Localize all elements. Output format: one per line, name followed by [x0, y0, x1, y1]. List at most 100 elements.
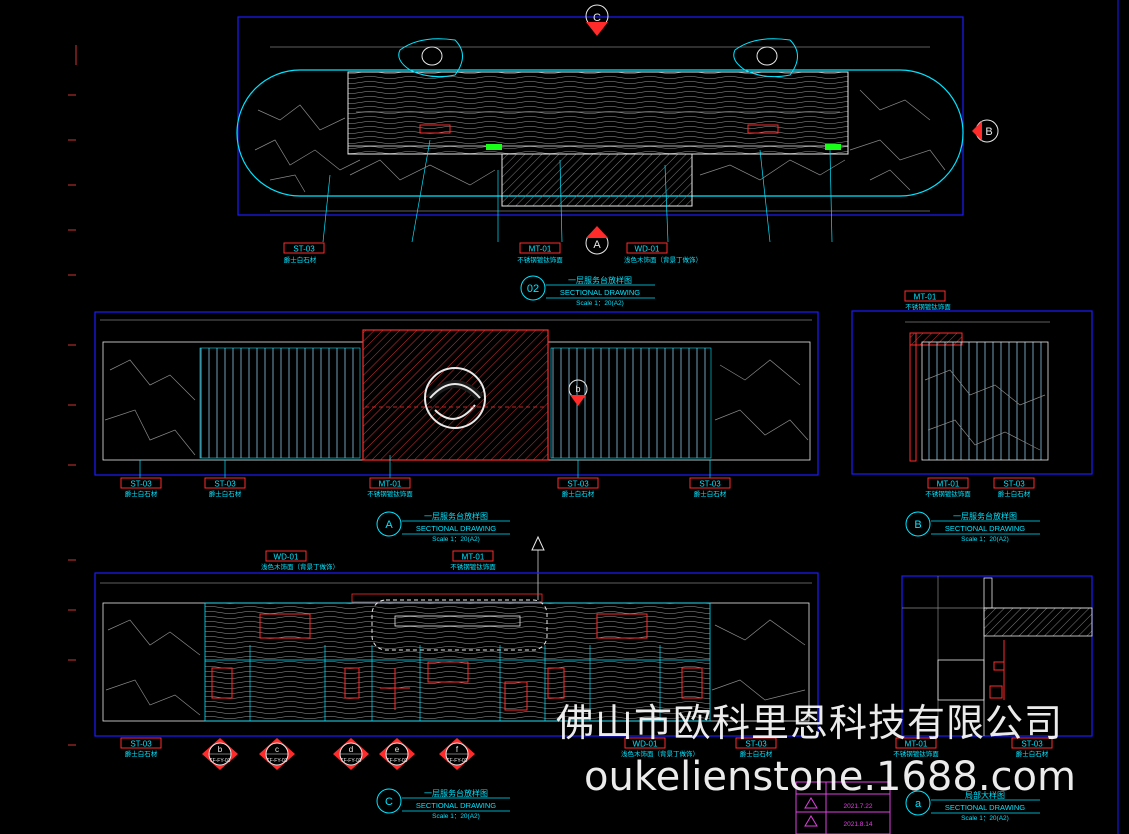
- svg-text:WD-01: WD-01: [635, 245, 660, 254]
- svg-text:e: e: [395, 745, 400, 754]
- svg-text:不锈钢镀钛饰面: 不锈钢镀钛饰面: [925, 489, 971, 498]
- detail-callout-d[interactable]: d TF-FY-03: [333, 738, 369, 770]
- svg-text:ST-03: ST-03: [214, 480, 236, 489]
- svg-text:不锈钢镀钛饰面: 不锈钢镀钛饰面: [450, 562, 496, 571]
- tag-wd01-plan: WD-01 浅色木饰面（背景丁做饰）: [624, 242, 702, 264]
- detail-callout-f[interactable]: f TF-FY-03: [439, 738, 475, 770]
- svg-text:ST-03: ST-03: [567, 480, 589, 489]
- watermark-url: oukelienstone.1688.com: [584, 754, 1076, 800]
- svg-text:Scale 1：20(A2): Scale 1：20(A2): [961, 815, 1009, 822]
- elevation-view-c: b TF-FY-03 c TF-FY-03 d TF-FY-03 e TF-FY…: [94, 535, 819, 820]
- tag-mt01-b-top: MT-01 不锈钢镀钛饰面: [904, 290, 951, 311]
- section-marker-a-label: A: [593, 239, 601, 251]
- view-title-detail-a: a 局部大样图 SECTIONAL DRAWING Scale 1：20(A2): [905, 790, 1040, 822]
- svg-text:WD-01: WD-01: [633, 740, 658, 749]
- revision-table: 2021.7.22 2021.8.14: [795, 781, 891, 834]
- svg-text:MT-01: MT-01: [462, 553, 485, 562]
- svg-text:爵士白石材: 爵士白石材: [694, 489, 727, 498]
- detail-callout-c[interactable]: c TF-FY-03: [259, 738, 295, 770]
- svg-text:Scale 1：20(A2): Scale 1：20(A2): [432, 813, 480, 820]
- svg-text:爵士白石材: 爵士白石材: [562, 489, 595, 498]
- svg-text:B: B: [914, 519, 921, 531]
- section-marker-b[interactable]: B: [972, 119, 999, 143]
- svg-text:02: 02: [527, 283, 539, 295]
- svg-text:b: b: [575, 384, 580, 394]
- svg-text:C: C: [385, 796, 393, 808]
- svg-text:不锈钢镀钛饰面: 不锈钢镀钛饰面: [905, 302, 951, 311]
- view-title-c: C 一层服务台放样图 SECTIONAL DRAWING Scale 1：20(…: [376, 788, 510, 820]
- detail-callout-b[interactable]: b TF-FY-03: [202, 738, 238, 770]
- revision-date-2: 2021.8.14: [844, 821, 873, 828]
- svg-text:TF-FY-03: TF-FY-03: [267, 758, 288, 764]
- svg-text:ST-03: ST-03: [293, 245, 315, 254]
- svg-text:爵士白石材: 爵士白石材: [740, 749, 773, 758]
- svg-text:一层服务台放样图: 一层服务台放样图: [953, 511, 1017, 521]
- svg-text:MT-01: MT-01: [529, 245, 552, 254]
- svg-text:Scale 1：20(A2): Scale 1：20(A2): [576, 300, 624, 307]
- section-marker-small-b[interactable]: b: [568, 379, 588, 406]
- svg-text:MT-01: MT-01: [905, 740, 928, 749]
- svg-text:TF-FY-03: TF-FY-03: [210, 758, 231, 764]
- svg-text:d: d: [349, 745, 353, 754]
- svg-text:SECTIONAL DRAWING: SECTIONAL DRAWING: [416, 801, 496, 810]
- view-title-02: 02 一层服务台放样图 SECTIONAL DRAWING Scale 1：20…: [520, 275, 655, 307]
- svg-text:局部大样图: 局部大样图: [965, 790, 1005, 800]
- svg-text:一层服务台放样图: 一层服务台放样图: [424, 788, 488, 798]
- svg-text:浅色木饰面（背景丁做饰）: 浅色木饰面（背景丁做饰）: [624, 255, 702, 264]
- svg-text:爵士白石材: 爵士白石材: [998, 489, 1031, 498]
- svg-text:TF-FY-03: TF-FY-03: [341, 758, 362, 764]
- svg-text:一层服务台放样图: 一层服务台放样图: [568, 275, 632, 285]
- svg-text:ST-03: ST-03: [130, 740, 152, 749]
- tag-st03-a1: ST-03 爵士白石材: [120, 477, 162, 498]
- svg-text:MT-01: MT-01: [937, 480, 960, 489]
- svg-text:爵士白石材: 爵士白石材: [125, 489, 158, 498]
- tag-mt01-plan: MT-01 不锈钢镀钛饰面: [517, 242, 563, 264]
- tag-mt01-a: MT-01 不锈钢镀钛饰面: [367, 477, 413, 498]
- svg-text:MT-01: MT-01: [914, 293, 937, 302]
- logo-emblem: [424, 367, 486, 429]
- svg-text:ST-03: ST-03: [699, 480, 721, 489]
- section-marker-c[interactable]: C: [585, 4, 609, 36]
- svg-text:不锈钢镀钛饰面: 不锈钢镀钛饰面: [367, 489, 413, 498]
- svg-text:Scale 1：20(A2): Scale 1：20(A2): [432, 536, 480, 543]
- svg-text:不锈钢镀钛饰面: 不锈钢镀钛饰面: [517, 255, 563, 264]
- tag-wd01-c-bottom: WD-01 浅色木饰面（背景丁做饰）: [621, 737, 699, 758]
- left-ruler: [68, 45, 77, 746]
- svg-text:爵士白石材: 爵士白石材: [209, 489, 242, 498]
- tag-st03-b: ST-03 爵士白石材: [993, 477, 1035, 498]
- tag-st03-c2: ST-03 爵士白石材: [735, 737, 777, 758]
- detail-callout-e[interactable]: e TF-FY-03: [379, 738, 415, 770]
- section-view-b: MT-01 不锈钢镀钛饰面 MT-01 不锈钢镀钛饰面 ST-03 爵士白石材 …: [851, 290, 1093, 543]
- svg-text:SECTIONAL DRAWING: SECTIONAL DRAWING: [416, 524, 496, 533]
- svg-text:不锈钢镀钛饰面: 不锈钢镀钛饰面: [893, 749, 939, 758]
- tag-st03-plan: ST-03 爵士白石材: [283, 242, 325, 264]
- svg-text:MT-01: MT-01: [379, 480, 402, 489]
- tag-st03-detail: ST-03 爵士白石材: [1011, 737, 1053, 758]
- svg-text:TF-FY-03: TF-FY-03: [447, 758, 468, 764]
- tag-st03-a3: ST-03 爵士白石材: [557, 477, 599, 498]
- tag-st03-a4: ST-03 爵士白石材: [689, 477, 731, 498]
- svg-text:b: b: [218, 745, 223, 754]
- svg-text:f: f: [456, 745, 459, 754]
- svg-text:爵士白石材: 爵士白石材: [1016, 749, 1049, 758]
- tag-wd01-c: WD-01 浅色木饰面（背景丁做饰）: [261, 550, 339, 571]
- svg-text:SECTIONAL DRAWING: SECTIONAL DRAWING: [945, 524, 1025, 533]
- tag-st03-c1: ST-03 爵士白石材: [120, 737, 162, 758]
- svg-text:ST-03: ST-03: [130, 480, 152, 489]
- section-marker-b-label: B: [985, 126, 992, 138]
- section-marker-a[interactable]: A: [585, 226, 609, 255]
- svg-text:a: a: [915, 798, 922, 810]
- svg-text:SECTIONAL DRAWING: SECTIONAL DRAWING: [560, 288, 640, 297]
- svg-text:浅色木饰面（背景丁做饰）: 浅色木饰面（背景丁做饰）: [261, 562, 339, 571]
- tag-mt01-b: MT-01 不锈钢镀钛饰面: [925, 477, 971, 498]
- svg-text:一层服务台放样图: 一层服务台放样图: [424, 511, 488, 521]
- svg-text:ST-03: ST-03: [745, 740, 767, 749]
- svg-text:Scale 1：20(A2): Scale 1：20(A2): [961, 536, 1009, 543]
- svg-text:ST-03: ST-03: [1003, 480, 1025, 489]
- tag-mt01-c-top: MT-01 不锈钢镀钛饰面: [450, 550, 496, 571]
- svg-text:ST-03: ST-03: [1021, 740, 1043, 749]
- svg-text:浅色木饰面（背景丁做饰）: 浅色木饰面（背景丁做饰）: [621, 749, 699, 758]
- revision-date-1: 2021.7.22: [844, 803, 873, 810]
- tag-st03-a2: ST-03 爵士白石材: [204, 477, 246, 498]
